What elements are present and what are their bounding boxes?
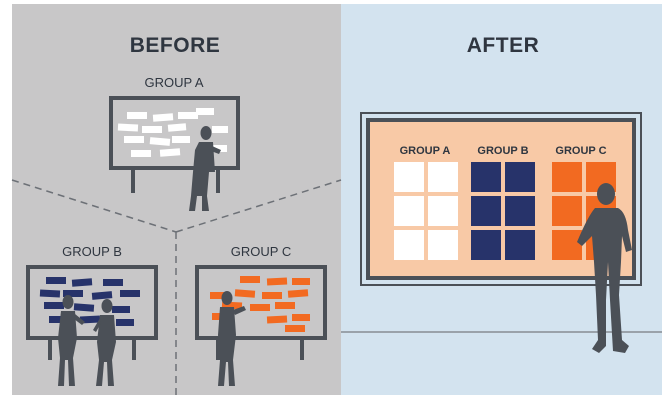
sticky-note — [505, 196, 535, 226]
sticky-note — [428, 196, 458, 226]
sticky-note — [471, 162, 501, 192]
person-after — [577, 183, 632, 353]
after-grid-group-a — [394, 162, 458, 260]
sticky-note — [428, 162, 458, 192]
after-group-a-label: GROUP A — [399, 145, 451, 157]
board-group-a-before — [109, 96, 240, 211]
board-group-b-before — [26, 265, 158, 386]
before-group-c-label: GROUP C — [230, 244, 292, 259]
before-group-a-label: GROUP A — [144, 75, 204, 90]
after-group-c-label: GROUP C — [555, 145, 607, 157]
zone-dividers — [11, 179, 342, 395]
sticky-note — [552, 162, 582, 192]
sticky-note — [394, 162, 424, 192]
after-title: AFTER — [466, 34, 540, 57]
sticky-note — [394, 230, 424, 260]
sticky-note — [394, 196, 424, 226]
after-group-b-label: GROUP B — [477, 145, 529, 157]
sticky-note — [471, 230, 501, 260]
sticky-note — [505, 162, 535, 192]
sticky-note — [428, 230, 458, 260]
sticky-note — [505, 230, 535, 260]
sticky-note — [471, 196, 501, 226]
before-group-b-label: GROUP B — [62, 244, 122, 259]
after-grid-group-b — [471, 162, 535, 260]
sticky-note — [552, 230, 582, 260]
sticky-note — [552, 196, 582, 226]
board-group-c-before — [195, 265, 327, 386]
before-title: BEFORE — [129, 34, 221, 57]
